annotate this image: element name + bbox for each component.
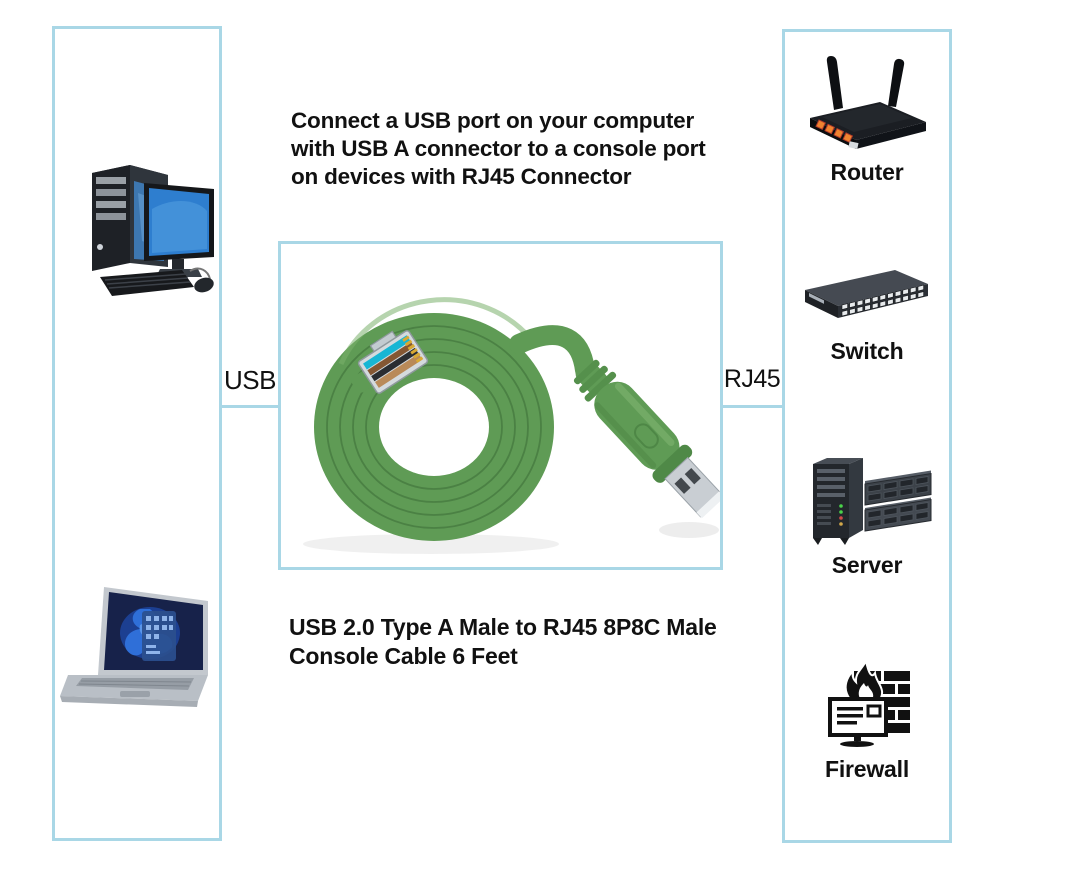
- rj45-connector-line: [723, 405, 782, 408]
- bottom-caption: USB 2.0 Type A Male to RJ45 8P8C Male Co…: [289, 613, 717, 671]
- top-caption: Connect a USB port on your computer with…: [291, 107, 706, 191]
- cable-panel: [278, 241, 723, 570]
- rj45-plug: [351, 330, 429, 394]
- router-icon: [810, 56, 926, 149]
- firewall-icon: [828, 661, 910, 747]
- rj45-port-label: RJ45: [723, 365, 781, 393]
- usb-connector-line: [222, 405, 278, 408]
- server-label: Server: [831, 552, 903, 578]
- usb-plug: [573, 359, 720, 519]
- computers-panel: [52, 26, 222, 841]
- laptop-icon: [60, 587, 208, 707]
- bottom-caption-line: Console Cable 6 Feet: [289, 643, 518, 669]
- bottom-caption-line: USB 2.0 Type A Male to RJ45 8P8C Male: [289, 614, 717, 640]
- firewall-label: Firewall: [824, 756, 910, 782]
- switch-label: Switch: [830, 338, 904, 364]
- top-caption-line: with USB A connector to a console port: [291, 136, 706, 161]
- usb-port-label: USB: [224, 365, 276, 395]
- router-label: Router: [830, 159, 904, 185]
- top-caption-line: on devices with RJ45 Connector: [291, 164, 632, 189]
- console-cable-photo: [303, 297, 720, 554]
- top-caption-line: Connect a USB port on your computer: [291, 108, 695, 133]
- desktop-computer-icon: [92, 165, 214, 296]
- switch-icon: [805, 270, 928, 318]
- server-icon: [813, 458, 932, 545]
- network-devices-panel: Router: [782, 29, 952, 843]
